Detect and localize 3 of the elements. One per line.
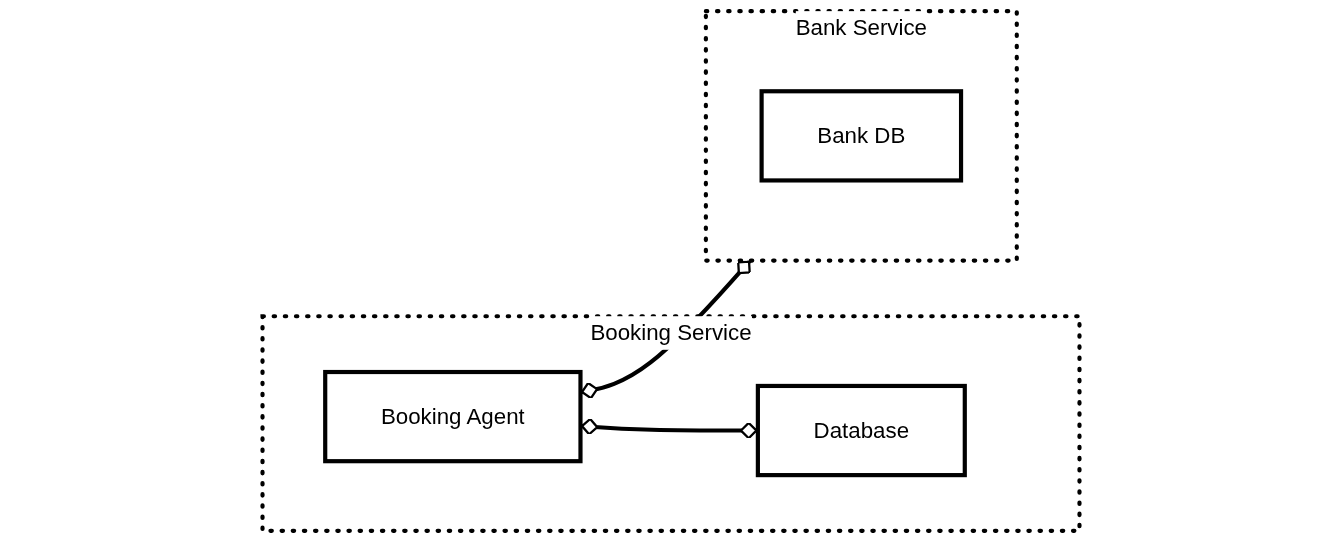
node-box: Bank DB: [759, 89, 964, 183]
node-box: Database: [755, 383, 967, 478]
node-box: Booking Agent: [323, 369, 583, 464]
